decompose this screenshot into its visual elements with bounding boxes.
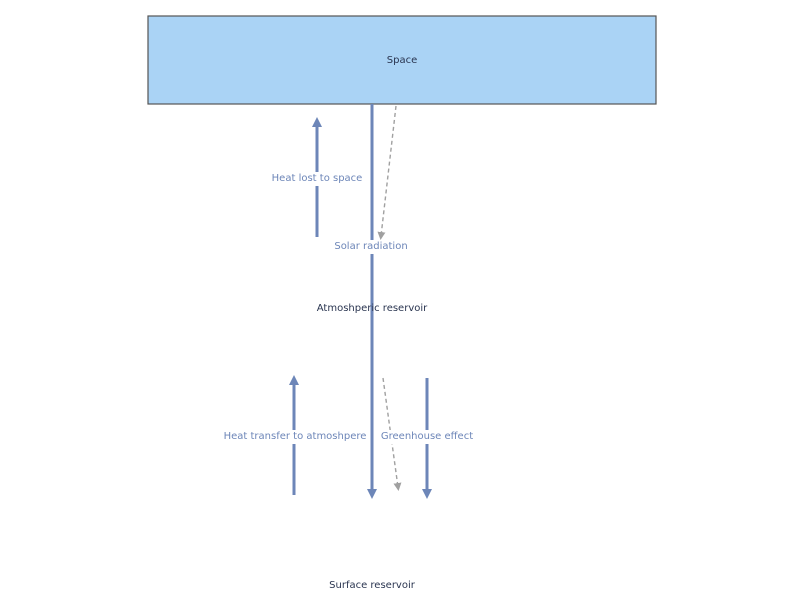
solar-radiation-label: Solar radiation: [332, 240, 410, 254]
space-label: Space: [386, 55, 418, 66]
space-box: [147, 15, 657, 105]
surface-reservoir-label: Surface reservoir: [327, 579, 417, 593]
dashed-space-to-solar-arrow: [377, 105, 397, 240]
greenhouse-effect-label: Greenhouse effect: [378, 430, 476, 444]
heat-transfer-label: Heat transfer to atmoshpere: [221, 430, 369, 444]
atmospheric-reservoir-label: Atmoshperic reservoir: [316, 303, 428, 314]
dashed-greenhouse-arrow: [382, 377, 402, 491]
heat-lost-label: Heat lost to space: [269, 172, 365, 186]
